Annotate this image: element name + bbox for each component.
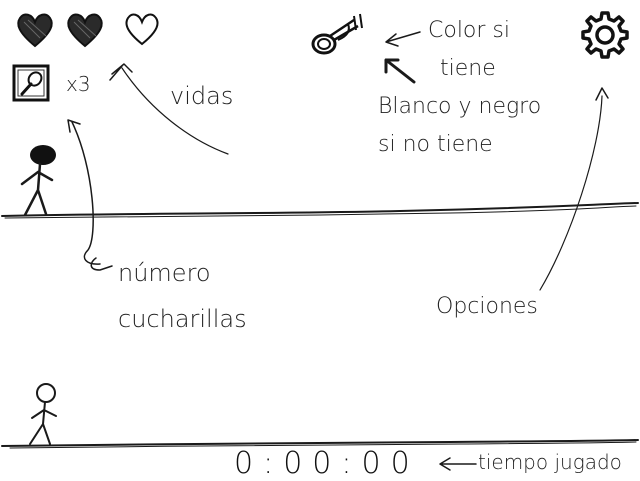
heart-outline-icon xyxy=(125,13,159,46)
annotation-bw-line2: si no tiene xyxy=(378,132,493,157)
spoon-counter: x3 xyxy=(12,64,112,106)
enemy-character xyxy=(29,383,57,445)
annotation-color-line1: Color si xyxy=(428,18,511,43)
trumpet-icon[interactable] xyxy=(308,12,374,56)
annotation-tiempo: tiempo jugado xyxy=(478,450,622,474)
lower-ground-line xyxy=(1,439,639,447)
spoon-count: x3 xyxy=(66,72,91,96)
spoon-box-icon xyxy=(12,64,50,102)
annotation-vidas: vidas xyxy=(170,82,234,110)
arrow-to-lives xyxy=(121,67,229,155)
arrow-to-spoons xyxy=(71,121,101,265)
heart-filled-icon xyxy=(17,13,53,48)
annotation-opciones: Opciones xyxy=(436,294,538,319)
upper-ground-line xyxy=(1,202,639,217)
annotation-number-line1: número xyxy=(118,259,211,287)
heart-filled-icon xyxy=(67,13,103,48)
annotation-black-white: Blanco y negro si no tiene xyxy=(378,88,598,164)
lives-display xyxy=(12,8,172,50)
annotation-color-line2: tiene xyxy=(440,56,496,81)
gear-icon[interactable] xyxy=(580,10,630,60)
arrow-to-options xyxy=(539,95,603,291)
annotation-bw-line1: Blanco y negro xyxy=(378,94,542,119)
arrow-color xyxy=(385,31,421,47)
annotation-number-spoons: número cucharillas xyxy=(118,250,318,342)
annotation-number-line2: cucharillas xyxy=(118,305,247,333)
arrow-to-timer xyxy=(439,457,477,471)
player-character xyxy=(20,145,56,217)
arrow-bw xyxy=(384,58,416,84)
play-timer: 0:00:00 xyxy=(234,446,420,481)
annotation-color: Color si tiene xyxy=(428,12,568,88)
